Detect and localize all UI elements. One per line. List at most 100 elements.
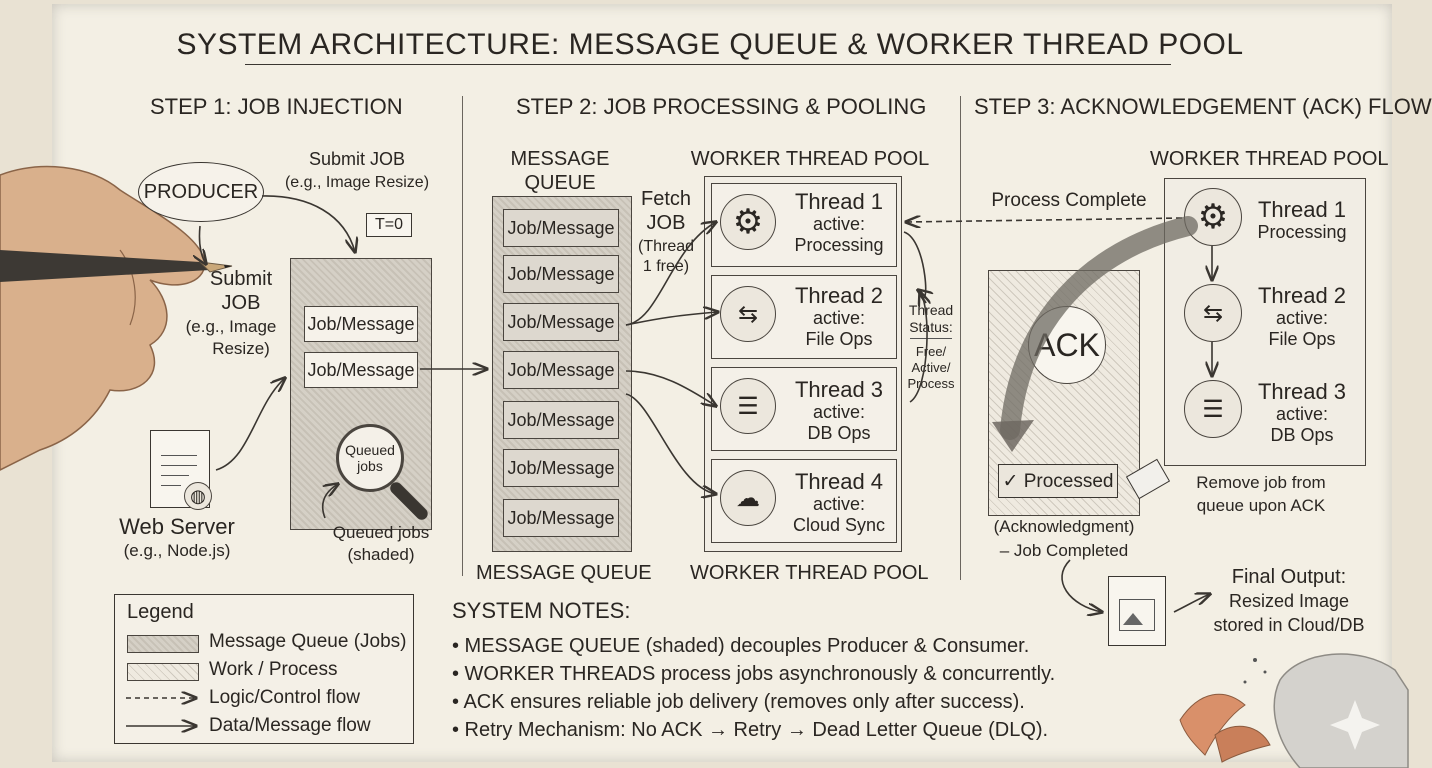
queue-title-2: QUEUE: [524, 172, 596, 194]
thread-2-task: File Ops: [805, 329, 873, 349]
divider-step1-step2: [462, 96, 463, 576]
note-1: • MESSAGE QUEUE (shaded) decouples Produ…: [452, 635, 1030, 657]
legend-title: Legend: [127, 601, 194, 623]
image-file-icon: [1108, 576, 1166, 646]
remove-note-2: queue upon ACK: [1196, 496, 1326, 515]
status-line-2: Status:: [909, 319, 953, 335]
final-output-label-2: Resized Image: [1228, 591, 1350, 611]
legend-item-queue: Message Queue (Jobs): [209, 631, 407, 652]
time-tag-label: T=0: [374, 216, 403, 233]
pool-caption: WORKER THREAD POOL: [690, 562, 929, 584]
step3-thread-2-state: active:: [1275, 308, 1329, 328]
queue-caption: MESSAGE QUEUE: [476, 562, 652, 584]
web-server-example: (e.g., Node.js): [123, 541, 231, 560]
note-4: • Retry Mechanism: No ACK → Retry → Dead…: [452, 719, 1049, 741]
queue-item-7: Job/Message: [503, 499, 619, 537]
submit-job-left-label-2: JOB: [221, 292, 261, 314]
ack-label: ACK: [1034, 326, 1100, 363]
processed-badge: ✓ Processed: [998, 464, 1118, 498]
thread-2-name: Thread 2: [794, 283, 884, 308]
job-message-label: Job/Message: [307, 313, 415, 334]
cloud-sync-icon: ☁: [720, 470, 776, 526]
ack-node: ACK: [1028, 306, 1106, 384]
status-line-3: Free/: [915, 344, 947, 359]
queue-item-label: Job/Message: [507, 507, 615, 528]
queue-item-label: Job/Message: [507, 457, 615, 478]
step3-thread-2-task: File Ops: [1268, 329, 1336, 349]
producer-label: PRODUCER: [143, 180, 259, 203]
thread-3-task: DB Ops: [807, 423, 871, 443]
queue-item-label: Job/Message: [507, 311, 615, 332]
step3-thread-3-task: DB Ops: [1270, 425, 1334, 445]
step3-thread-1-task: Processing: [1257, 222, 1347, 242]
queue-title-1: MESSAGE: [510, 148, 610, 170]
thread-1-state: active:: [812, 214, 866, 234]
step3-pool-title: WORKER THREAD POOL: [1150, 148, 1389, 170]
queue-item-6: Job/Message: [503, 449, 619, 487]
status-line-4: Active/: [911, 360, 951, 375]
queue-item-4: Job/Message: [503, 351, 619, 389]
final-output-label-3: stored in Cloud/DB: [1213, 615, 1365, 635]
thread-3-text: Thread 3 active: DB Ops: [780, 378, 898, 444]
thread-1-text: Thread 1 active: Processing: [780, 190, 898, 256]
note-2: • WORKER THREADS process jobs asynchrono…: [452, 663, 1056, 685]
message-queue-panel: Job/Message Job/Message Job/Message Job/…: [492, 196, 632, 552]
step3-thread-3-text: Thread 3 active: DB Ops: [1246, 380, 1358, 446]
step2-heading: STEP 2: JOB PROCESSING & POOLING: [516, 94, 927, 119]
diagram-title: SYSTEM ARCHITECTURE: MESSAGE QUEUE & WOR…: [176, 28, 1244, 61]
web-server-label: Web Server: [119, 514, 235, 539]
time-tag: T=0: [366, 213, 412, 237]
submit-job-top-label: Submit JOB: [308, 149, 406, 169]
thread-2-state: active:: [812, 308, 866, 328]
legend-swatch-work: [127, 663, 199, 681]
magnifier-label-1: Queued: [345, 442, 395, 458]
thread-4-name: Thread 4: [794, 469, 884, 494]
notes-title: SYSTEM NOTES:: [452, 598, 631, 623]
process-complete-label: Process Complete: [991, 190, 1147, 211]
ack-note-2: – Job Completed: [999, 541, 1129, 560]
remove-note-1: Remove job from: [1196, 473, 1326, 492]
submit-job-top-example: (e.g., Image Resize): [284, 174, 430, 191]
job-message-label: Job/Message: [307, 359, 415, 380]
fetch-label-3: (Thread: [637, 238, 695, 255]
database-icon: ☰: [1184, 380, 1242, 438]
magnifier-label-2: jobs: [357, 458, 383, 474]
final-output-label-1: Final Output:: [1231, 566, 1347, 588]
thread-4-state: active:: [812, 494, 866, 514]
submit-job-left-label-1: Submit: [209, 268, 273, 290]
pool-title: WORKER THREAD POOL: [690, 148, 930, 170]
step3-thread-3-state: active:: [1275, 404, 1329, 424]
queue-item-label: Job/Message: [507, 359, 615, 380]
divider-step2-step3: [960, 96, 961, 580]
legend-swatch-queue: [127, 635, 199, 653]
thread-1-task: Processing: [794, 235, 884, 255]
queue-item-2: Job/Message: [503, 255, 619, 293]
queued-jobs-label-1: Queued jobs: [332, 523, 430, 542]
ack-note-1: (Acknowledgment): [993, 517, 1135, 536]
thread-3-name: Thread 3: [794, 377, 884, 402]
step3-thread-2-name: Thread 2: [1257, 283, 1347, 308]
thread-4-text: Thread 4 active: Cloud Sync: [780, 470, 898, 536]
step3-thread-2-text: Thread 2 active: File Ops: [1246, 284, 1358, 350]
fetch-label-1: Fetch: [640, 188, 692, 210]
step1-heading: STEP 1: JOB INJECTION: [150, 94, 403, 119]
step1-job-message-1: Job/Message: [304, 306, 418, 342]
status-line-1: Thread: [908, 302, 954, 318]
submit-job-left-example-2: Resize): [212, 339, 270, 358]
queue-item-3: Job/Message: [503, 303, 619, 341]
queue-item-5: Job/Message: [503, 401, 619, 439]
legend-item-control: Logic/Control flow: [209, 687, 361, 708]
queue-item-label: Job/Message: [507, 409, 615, 430]
legend-box: Legend Message Queue (Jobs) Work / Proce…: [114, 594, 414, 744]
thread-2-text: Thread 2 active: File Ops: [780, 284, 898, 350]
queued-jobs-label-2: (shaded): [347, 545, 415, 564]
queue-item-1: Job/Message: [503, 209, 619, 247]
file-transfer-icon: ⇆: [1184, 284, 1242, 342]
processed-label: ✓ Processed: [1002, 470, 1114, 492]
file-transfer-icon: ⇆: [720, 286, 776, 342]
step3-heading: STEP 3: ACKNOWLEDGEMENT (ACK) FLOW: [974, 94, 1432, 119]
gear-icon: ⚙: [720, 194, 776, 250]
producer-node: PRODUCER: [138, 162, 264, 222]
thread-3-state: active:: [812, 402, 866, 422]
